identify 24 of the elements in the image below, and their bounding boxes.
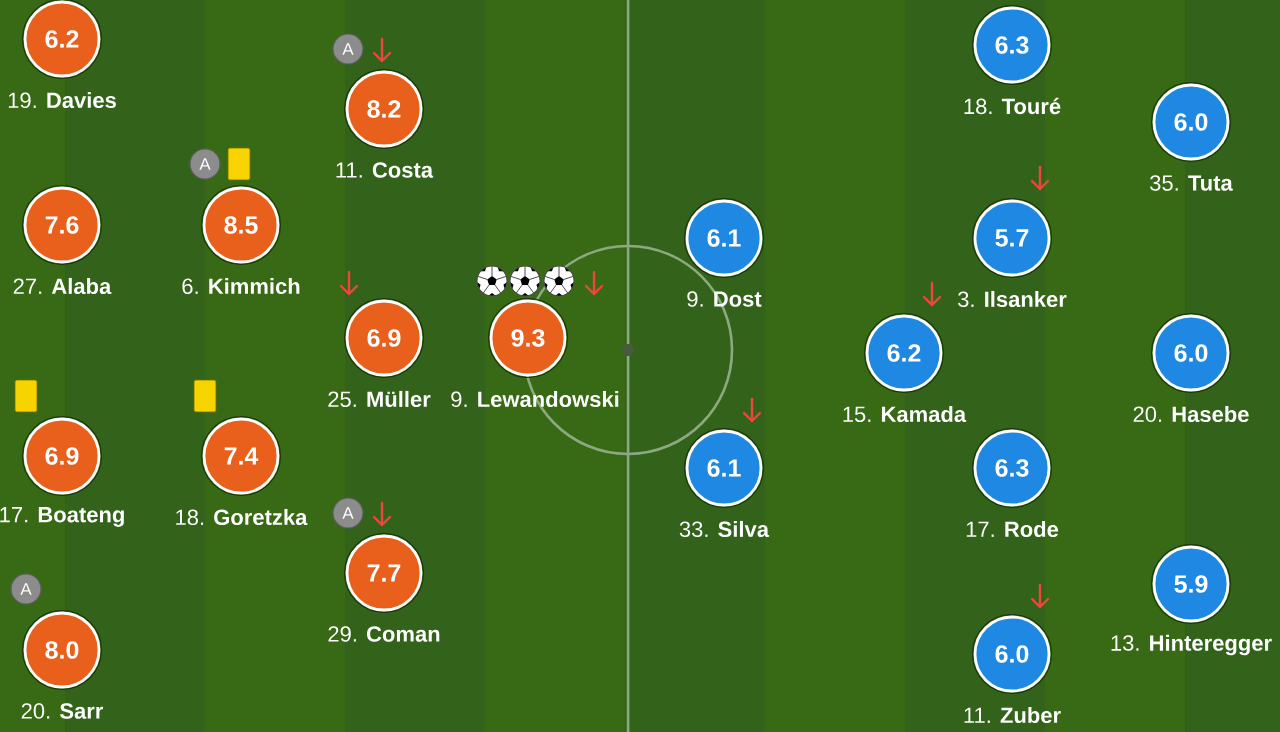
player-name: 33. Silva	[679, 520, 770, 538]
player-name: 18. Touré	[964, 97, 1061, 115]
player-name: 17. Boateng	[0, 507, 124, 527]
player-name: 19. Davies	[8, 91, 116, 109]
player-name: 20. Sarr	[21, 703, 104, 719]
player-name: 27. Alaba	[13, 277, 112, 295]
player-name: 6. Kimmich	[182, 277, 300, 295]
player-name: 17. Rode	[966, 520, 1059, 538]
player-name: 9. Dost	[687, 291, 762, 307]
player-name: 20. Hasebe	[1133, 405, 1249, 423]
player-name: 11. Costa	[336, 162, 434, 178]
player-name: 35. Tuta	[1150, 175, 1233, 191]
player-name: 9. Lewandowski	[451, 390, 619, 408]
assist-badge: A	[332, 497, 364, 529]
player-name: 18. Goretzka	[176, 508, 308, 526]
assist-badge: A	[332, 33, 364, 65]
assist-badge: A	[10, 573, 42, 605]
player-name: 29. Coman	[328, 626, 440, 642]
player-name: 11. Zuber	[964, 706, 1061, 724]
player-name: 25. Müller	[328, 390, 431, 408]
player-name: 13. Hinteregger	[1111, 634, 1272, 656]
player-name: 3. Ilsanker	[958, 290, 1067, 308]
player-name: 15. Kamada	[843, 405, 967, 423]
assist-badge: A	[189, 148, 221, 180]
